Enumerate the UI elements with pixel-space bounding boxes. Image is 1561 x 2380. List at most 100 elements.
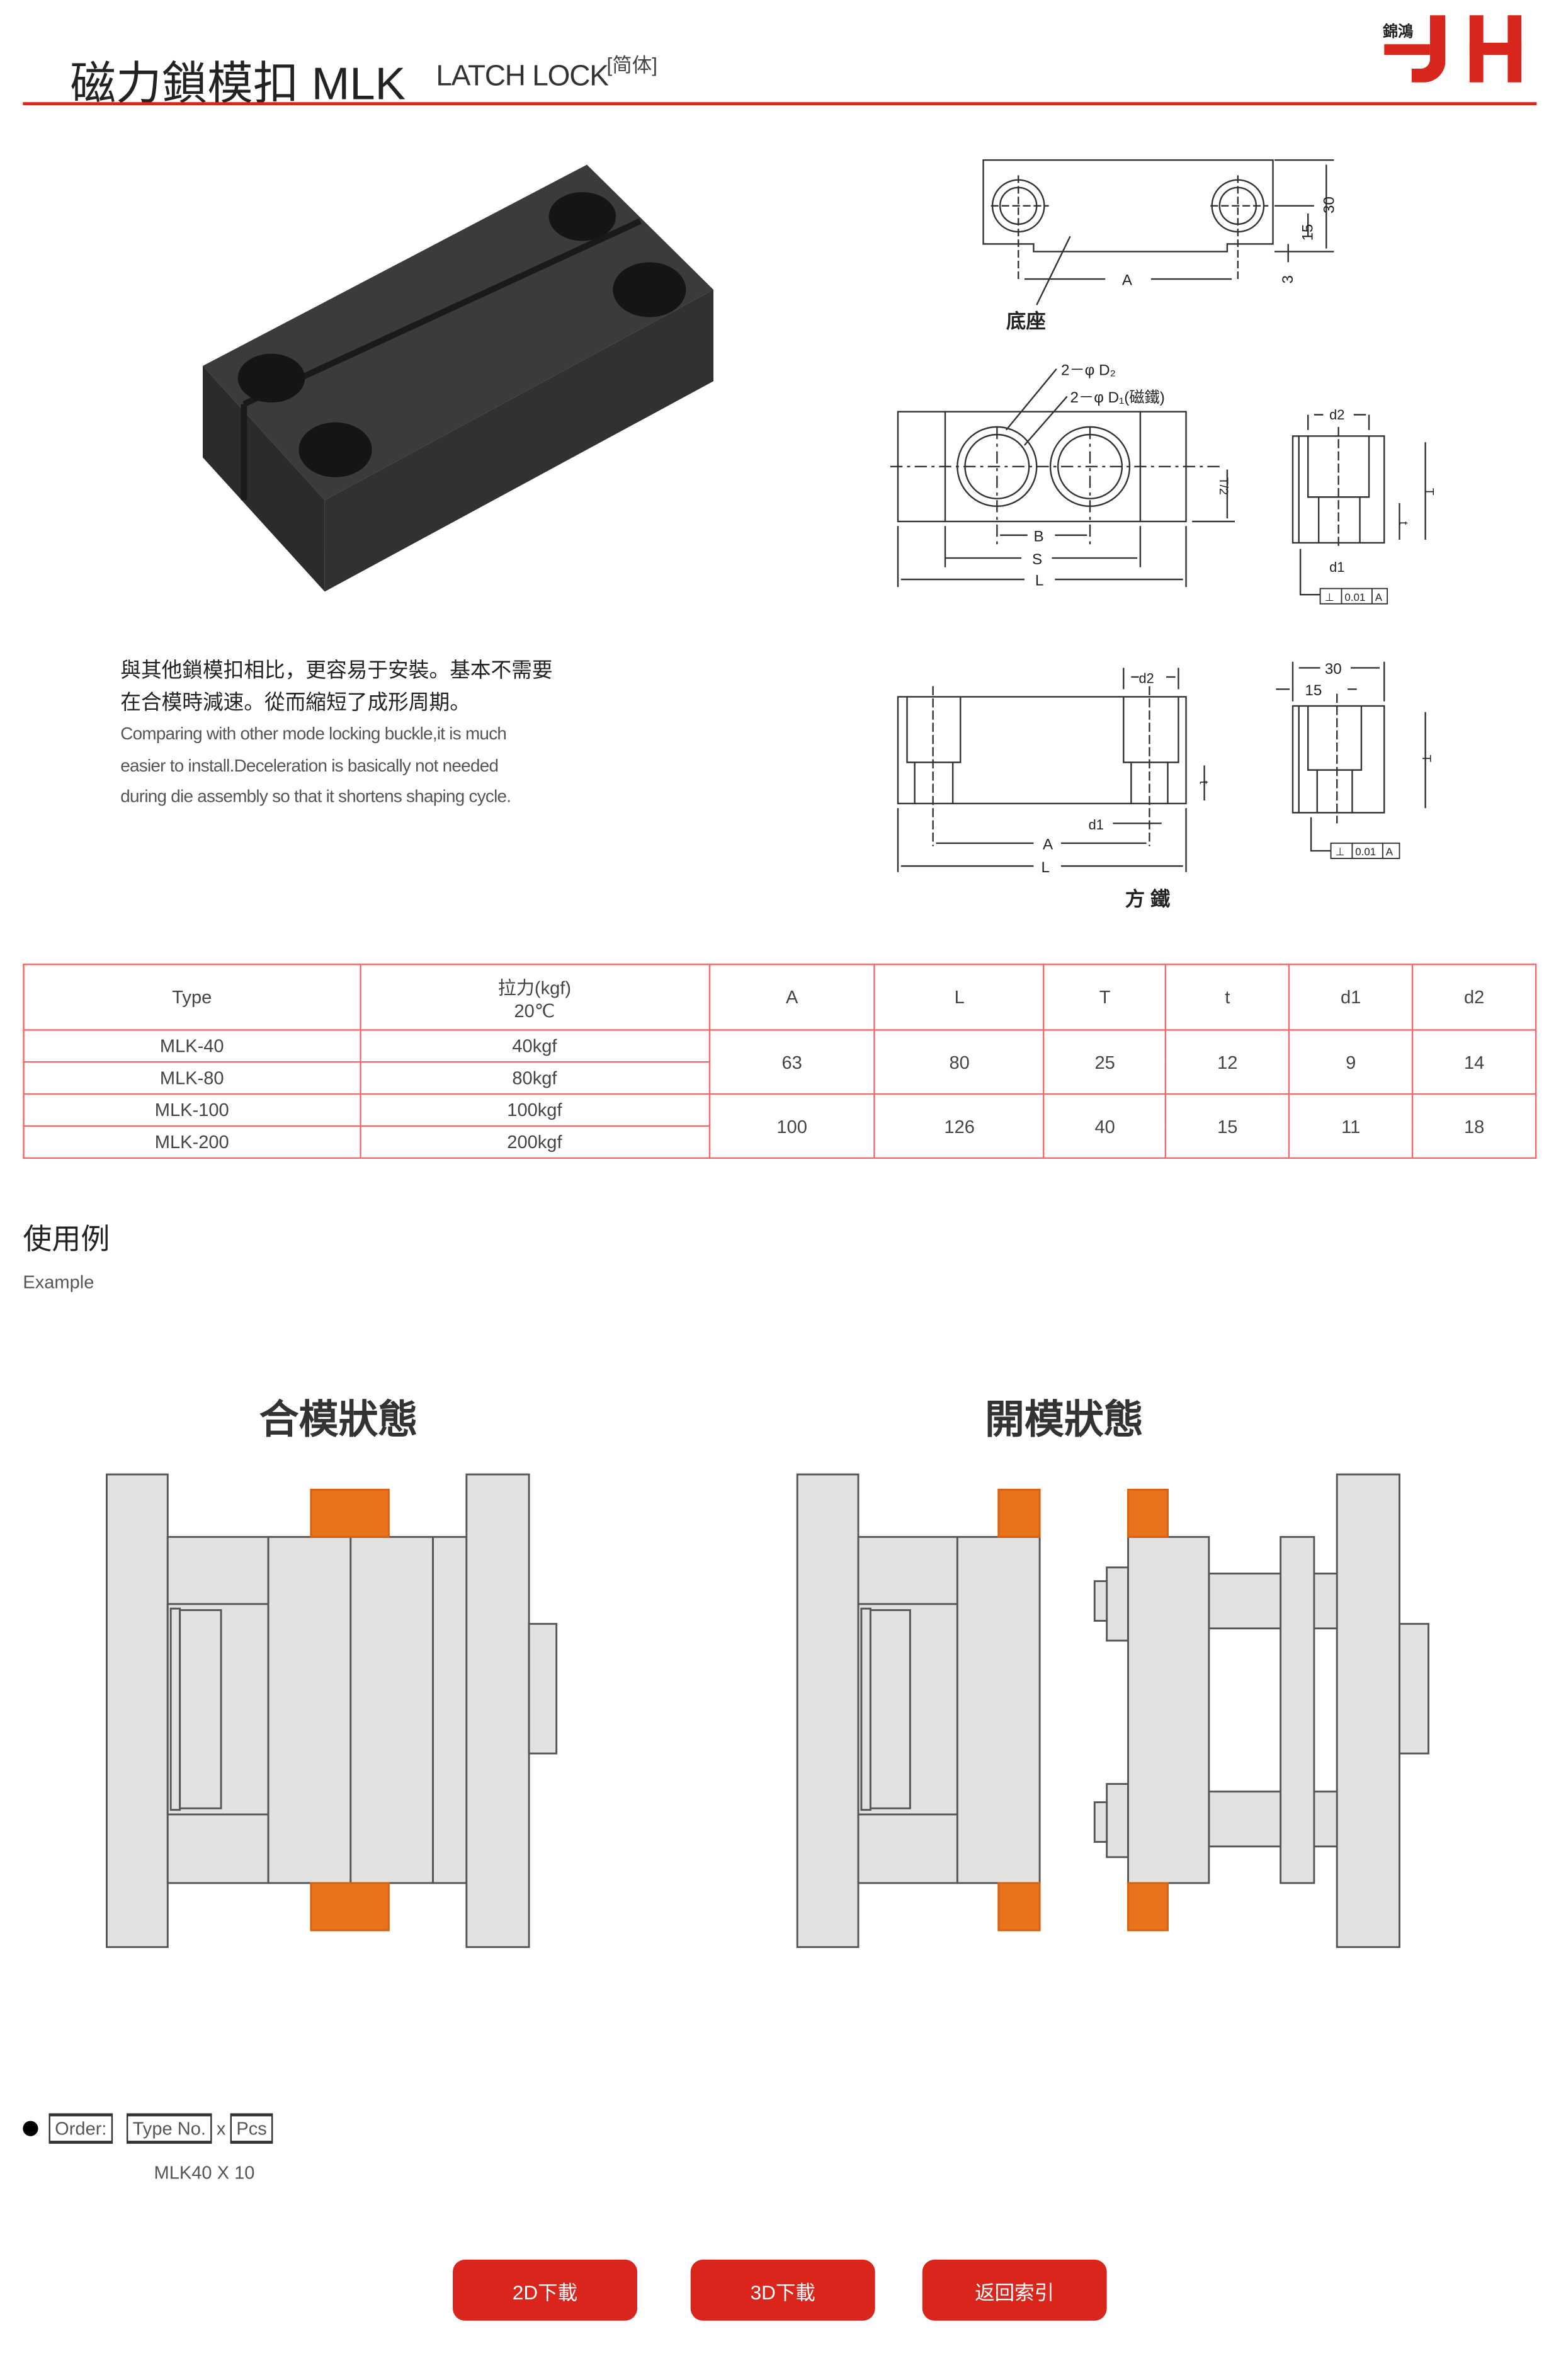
iron-dim-l: L bbox=[1042, 859, 1050, 876]
header-d2: d2 bbox=[1411, 964, 1537, 1031]
back-to-index-button[interactable]: 返回索引 bbox=[922, 2259, 1107, 2321]
page-subtitle: LATCH LOCK bbox=[436, 60, 609, 93]
iron-dim-t: t bbox=[1196, 781, 1210, 785]
iron-tolerance-value: 0.01 bbox=[1355, 846, 1376, 858]
desc-en-line: easier to install.Deceleration is basica… bbox=[120, 757, 499, 776]
table-row: MLK-100 100kgf 100 126 40 15 11 18 bbox=[23, 1093, 1537, 1159]
dim-t: t bbox=[1396, 521, 1410, 525]
header-type: Type bbox=[23, 964, 361, 1031]
iron-dim-30: 30 bbox=[1325, 661, 1342, 678]
cell-t: 12 bbox=[1165, 1029, 1290, 1095]
description-en: Comparing with other mode locking buckle… bbox=[120, 720, 511, 814]
cell-force: 200kgf bbox=[359, 1125, 710, 1159]
dim-d2: d2 bbox=[1329, 407, 1344, 423]
desc-en-line: Comparing with other mode locking buckle… bbox=[120, 726, 507, 744]
closed-mold bbox=[106, 1473, 558, 1949]
open-mold bbox=[796, 1473, 1429, 1949]
desc-cn-line: 在合模時減速。從而縮短了成形周期。 bbox=[120, 690, 470, 714]
header-divider bbox=[23, 102, 1537, 106]
dim-T: T bbox=[1422, 488, 1436, 496]
logo-text: 錦鴻 bbox=[1383, 23, 1413, 40]
iron-dim-d1: d1 bbox=[1089, 817, 1104, 833]
iron-dim-a: A bbox=[1043, 836, 1053, 853]
cell-T: 40 bbox=[1043, 1093, 1167, 1159]
base-dim-3: 3 bbox=[1280, 275, 1297, 283]
dim-b: B bbox=[1033, 528, 1043, 545]
download-2d-button[interactable]: 2D下載 bbox=[453, 2259, 637, 2321]
order-times: x bbox=[216, 2117, 226, 2139]
usage-title: 使用例 bbox=[23, 1224, 110, 1256]
product-image bbox=[202, 164, 714, 592]
order-label: Order: bbox=[48, 2113, 113, 2144]
technical-drawing: A 30 15 3 底座 2－φ D₂ 2－φ D₁(磁鐵) B S L T/2… bbox=[890, 159, 1436, 910]
cell-d2: 18 bbox=[1411, 1093, 1537, 1159]
order-pcs: Pcs bbox=[230, 2113, 273, 2144]
base-label: 底座 bbox=[1006, 310, 1046, 333]
dim-s: S bbox=[1032, 551, 1042, 568]
cell-type: MLK-40 bbox=[23, 1029, 361, 1063]
cell-force: 80kgf bbox=[359, 1061, 710, 1095]
header-T: T bbox=[1043, 964, 1167, 1031]
cell-force: 100kgf bbox=[359, 1093, 710, 1127]
latch-iron-top bbox=[1127, 1488, 1169, 1538]
table-header-row: Type 拉力(kgf)20℃ A L T t d1 d2 bbox=[23, 964, 1537, 1031]
iron-dim-T: T bbox=[1419, 754, 1433, 762]
base-dim-30: 30 bbox=[1320, 196, 1337, 214]
base-dim-a: A bbox=[1122, 272, 1133, 289]
cell-force: 40kgf bbox=[359, 1029, 710, 1063]
latch-iron-bottom bbox=[1127, 1882, 1169, 1932]
order-format: Order: Type No. x Pcs bbox=[23, 2113, 273, 2144]
header-a: A bbox=[708, 964, 876, 1031]
header-force: 拉力(kgf)20℃ bbox=[359, 964, 710, 1031]
order-example: MLK40 X 10 bbox=[154, 2161, 255, 2184]
header-d1: d1 bbox=[1288, 964, 1414, 1031]
cell-type: MLK-80 bbox=[23, 1061, 361, 1095]
iron-tolerance-datum: A bbox=[1386, 846, 1394, 858]
page-title: 磁力鎖模扣 MLK bbox=[70, 59, 406, 110]
cell-type: MLK-200 bbox=[23, 1125, 361, 1159]
desc-en-line: during die assembly so that it shortens … bbox=[120, 788, 511, 807]
table-row: MLK-200 200kgf bbox=[23, 1125, 1536, 1159]
open-state-label: 開模狀態 bbox=[985, 1398, 1144, 1442]
table-row: MLK-80 80kgf bbox=[23, 1061, 1536, 1095]
download-3d-button[interactable]: 3D下載 bbox=[690, 2259, 875, 2321]
hole-d2-label: 2－φ D₂ bbox=[1061, 362, 1116, 379]
order-type-no: Type No. bbox=[126, 2113, 212, 2144]
dim-d1: d1 bbox=[1329, 559, 1344, 575]
simplified-chinese-link[interactable]: [简体] bbox=[606, 53, 658, 77]
cell-l: 80 bbox=[874, 1029, 1045, 1095]
dim-l: L bbox=[1035, 572, 1043, 589]
tolerance-value: 0.01 bbox=[1344, 591, 1365, 603]
description-cn: 與其他鎖模扣相比，更容易于安裝。基本不需要 在合模時減速。從而縮短了成形周期。 bbox=[120, 654, 552, 719]
cell-d1: 9 bbox=[1288, 1029, 1414, 1095]
base-dim-15: 15 bbox=[1299, 224, 1316, 241]
latch-base-bottom bbox=[997, 1882, 1041, 1932]
cell-T: 25 bbox=[1043, 1029, 1167, 1095]
iron-dim-15: 15 bbox=[1305, 682, 1322, 699]
tolerance-symbol: ⊥ bbox=[1325, 591, 1334, 603]
header-t: t bbox=[1165, 964, 1290, 1031]
mold-diagram: 合模狀態 開模狀態 bbox=[106, 1398, 1429, 1949]
table-row: MLK-40 40kgf 63 80 25 12 9 14 bbox=[23, 1029, 1537, 1095]
usage-subtitle: Example bbox=[23, 1272, 94, 1294]
cell-l: 126 bbox=[874, 1093, 1045, 1159]
header-force-label: 拉力(kgf) bbox=[497, 976, 572, 998]
cell-d1: 11 bbox=[1288, 1093, 1414, 1159]
cell-d2: 14 bbox=[1411, 1029, 1537, 1095]
bullet-icon bbox=[23, 2121, 38, 2136]
header-l: L bbox=[874, 964, 1045, 1031]
cell-type: MLK-100 bbox=[23, 1093, 361, 1127]
cell-a: 100 bbox=[708, 1093, 876, 1159]
dim-t2: T/2 bbox=[1217, 477, 1230, 495]
desc-cn-line: 與其他鎖模扣相比，更容易于安裝。基本不需要 bbox=[120, 658, 553, 682]
brand-logo: 錦鴻 bbox=[1383, 15, 1522, 83]
iron-tolerance-symbol: ⊥ bbox=[1336, 846, 1345, 858]
latch-lock-bottom bbox=[310, 1882, 390, 1932]
latch-base-top bbox=[997, 1488, 1041, 1538]
tolerance-datum: A bbox=[1375, 591, 1383, 603]
spec-table: Type 拉力(kgf)20℃ A L T t d1 d2 MLK-40 40k… bbox=[23, 964, 1537, 1159]
iron-dim-d2: d2 bbox=[1138, 671, 1154, 686]
cell-a: 63 bbox=[708, 1029, 876, 1095]
iron-label: 方 鐵 bbox=[1125, 887, 1171, 910]
hole-d1-label: 2－φ D₁(磁鐵) bbox=[1070, 389, 1165, 406]
